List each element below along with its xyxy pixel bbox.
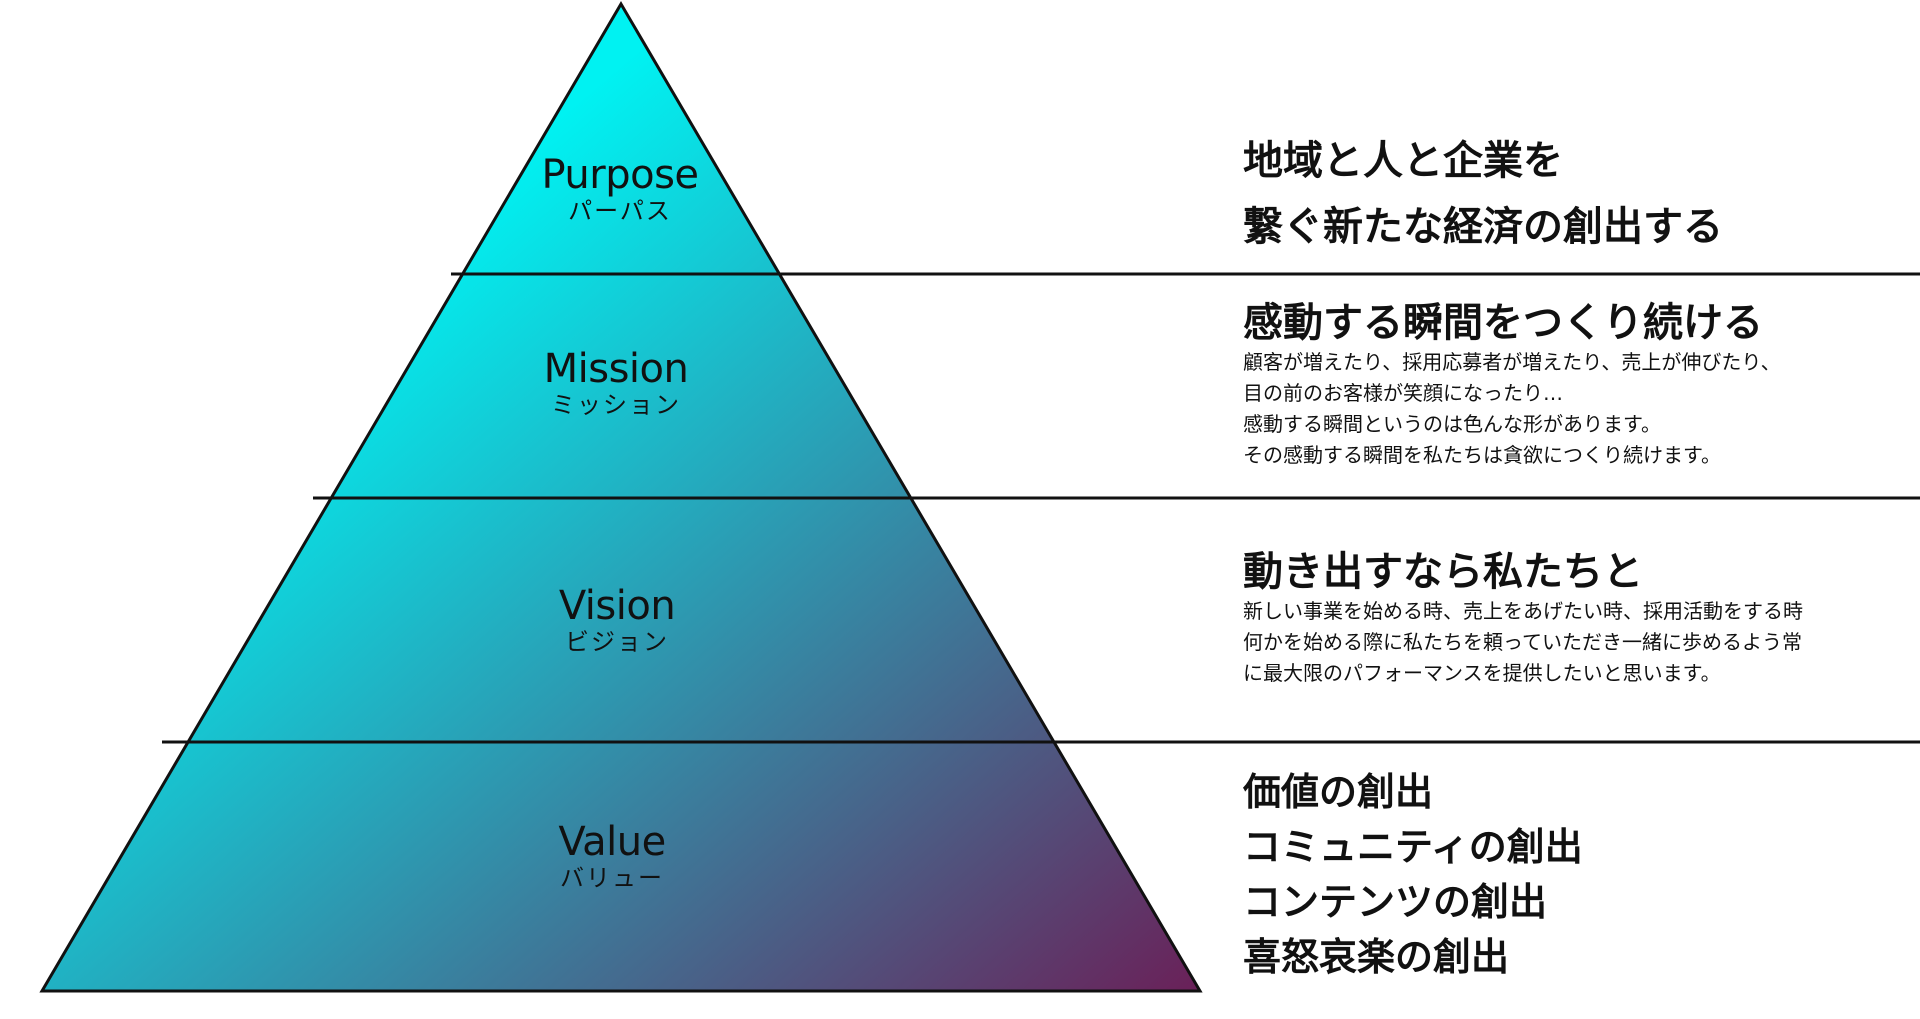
mission-description: 感動する瞬間をつくり続ける 顧客が増えたり、採用応募者が増えたり、売上が伸びたり… (1243, 299, 1781, 471)
tier-mission-en: Mission (543, 346, 689, 392)
value-item-1: 価値の創出 (1243, 770, 1434, 814)
mission-body-1: 顧客が増えたり、採用応募者が増えたり、売上が伸びたり、 (1243, 350, 1781, 374)
value-item-2: コミュニティの創出 (1243, 825, 1583, 869)
tier-value-en: Value (558, 819, 666, 865)
tier-label-value: Value バリュー (558, 819, 666, 892)
tier-vision-ja: ビジョン (565, 628, 669, 656)
vision-body-3: に最大限のパフォーマンスを提供したいと思います。 (1243, 661, 1721, 685)
tier-label-vision: Vision ビジョン (558, 583, 676, 656)
vision-body-2: 何かを始める際に私たちを頼っていただき一緒に歩めるよう常 (1243, 630, 1802, 654)
tier-purpose-en: Purpose (541, 152, 699, 198)
mission-body-3: 感動する瞬間というのは色んな形があります。 (1243, 412, 1661, 436)
vision-description: 動き出すなら私たちと 新しい事業を始める時、売上をあげたい時、採用活動をする時 … (1243, 548, 1803, 689)
tier-label-mission: Mission ミッション (544, 347, 689, 419)
mission-body-4: その感動する瞬間を私たちは貪欲につくり続けます。 (1243, 443, 1721, 467)
purpose-headline-2: 繋ぐ新たな経済の創出する (1243, 204, 1723, 250)
vision-headline: 動き出すなら私たちと (1243, 549, 1643, 595)
tier-purpose-ja: パーパス (568, 197, 672, 225)
value-description: 価値の創出 コミュニティの創出 コンテンツの創出 喜怒哀楽の創出 (1243, 765, 1583, 985)
purpose-description: 地域と人と企業を 繋ぐ新たな経済の創出する (1243, 128, 1723, 260)
mission-headline: 感動する瞬間をつくり続ける (1243, 300, 1763, 346)
purpose-headline-1: 地域と人と企業を (1243, 138, 1563, 184)
value-item-4: 喜怒哀楽の創出 (1243, 935, 1510, 979)
value-item-3: コンテンツの創出 (1243, 880, 1548, 924)
tier-mission-ja: ミッション (551, 391, 681, 419)
tier-vision-en: Vision (558, 583, 676, 629)
vision-body-1: 新しい事業を始める時、売上をあげたい時、採用活動をする時 (1243, 599, 1803, 623)
tier-label-purpose: Purpose パーパス (541, 152, 699, 225)
tier-value-ja: バリュー (560, 864, 664, 892)
mission-body-2: 目の前のお客様が笑顔になったり… (1243, 381, 1563, 405)
